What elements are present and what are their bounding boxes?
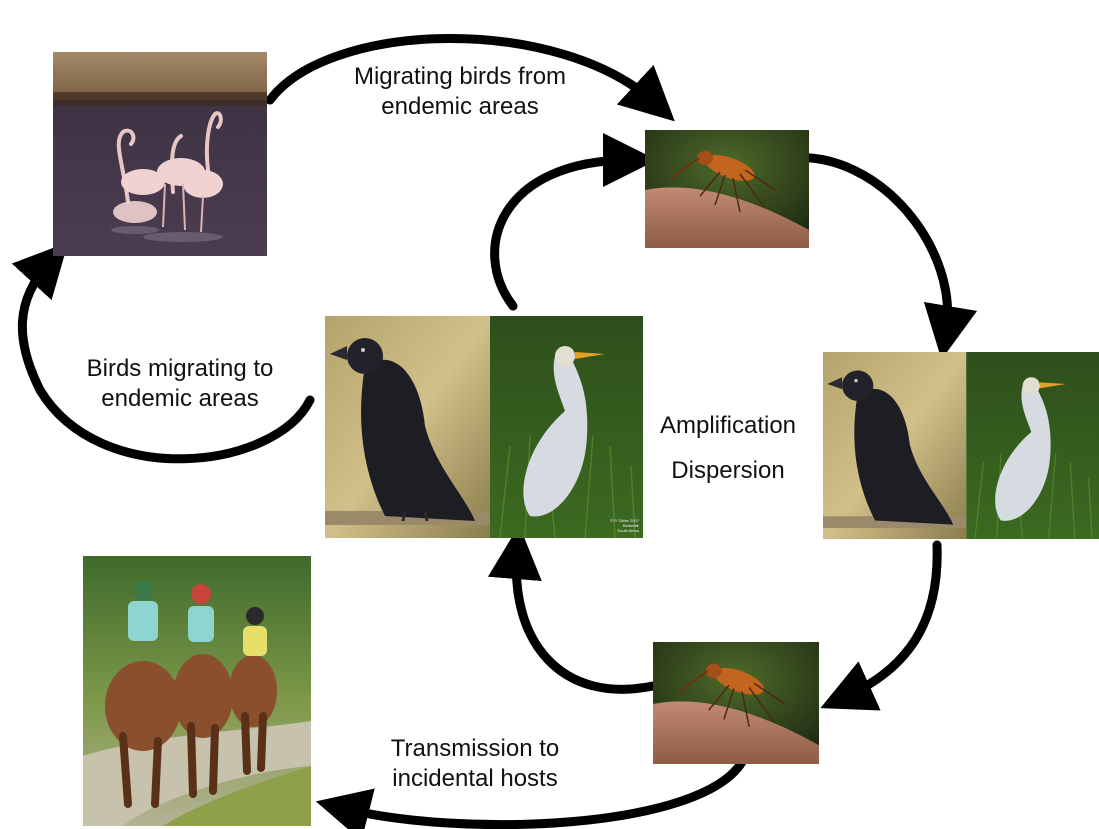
arrow-flamingo-to-mosquito xyxy=(265,34,675,122)
label-migrating-from-endemic: Migrating birds from endemic areas xyxy=(330,62,590,122)
mosquito-photo-top xyxy=(645,130,809,248)
crow-egret-photo-left: © P. Gibbs 2007 Birdsville South Africa xyxy=(325,316,643,538)
label-amplification: Amplification xyxy=(659,412,797,439)
arrow-mosquito-to-horses xyxy=(315,757,747,829)
photo-credit-line-3: South Africa xyxy=(617,528,639,533)
arrow-mosquito-bottom-to-birds-left xyxy=(487,525,658,694)
arrow-birds-left-to-mosquito-top xyxy=(490,133,657,311)
photo-credit-line-2: Birdsville xyxy=(623,523,640,528)
arrow-birds-right-to-mosquito-bottom xyxy=(820,540,942,711)
label-migrating-from-line-2: endemic areas xyxy=(381,93,539,120)
label-transmission-line-1: Transmission to xyxy=(390,735,560,762)
label-migrating-to-line-1: Birds migrating to xyxy=(86,355,274,382)
label-migrating-to-endemic: Birds migrating to endemic areas xyxy=(60,354,300,414)
label-dispersion: Dispersion xyxy=(671,457,785,484)
label-transmission-incidental: Transmission to incidental hosts xyxy=(360,734,590,794)
arrow-mosquito-to-birds-right xyxy=(785,153,978,360)
photo-credit-line-1: © P. Gibbs 2007 xyxy=(610,518,640,523)
label-migrating-to-line-2: endemic areas xyxy=(101,385,259,412)
arrow-birds-left-to-flamingos xyxy=(11,242,315,464)
flamingo-photo xyxy=(53,52,267,256)
horse-riders-photo xyxy=(83,556,311,826)
label-migrating-from-line-1: Migrating birds from xyxy=(353,63,567,90)
mosquito-photo-bottom xyxy=(653,642,819,764)
label-transmission-line-2: incidental hosts xyxy=(392,765,558,792)
crow-egret-photo-right xyxy=(823,352,1099,539)
